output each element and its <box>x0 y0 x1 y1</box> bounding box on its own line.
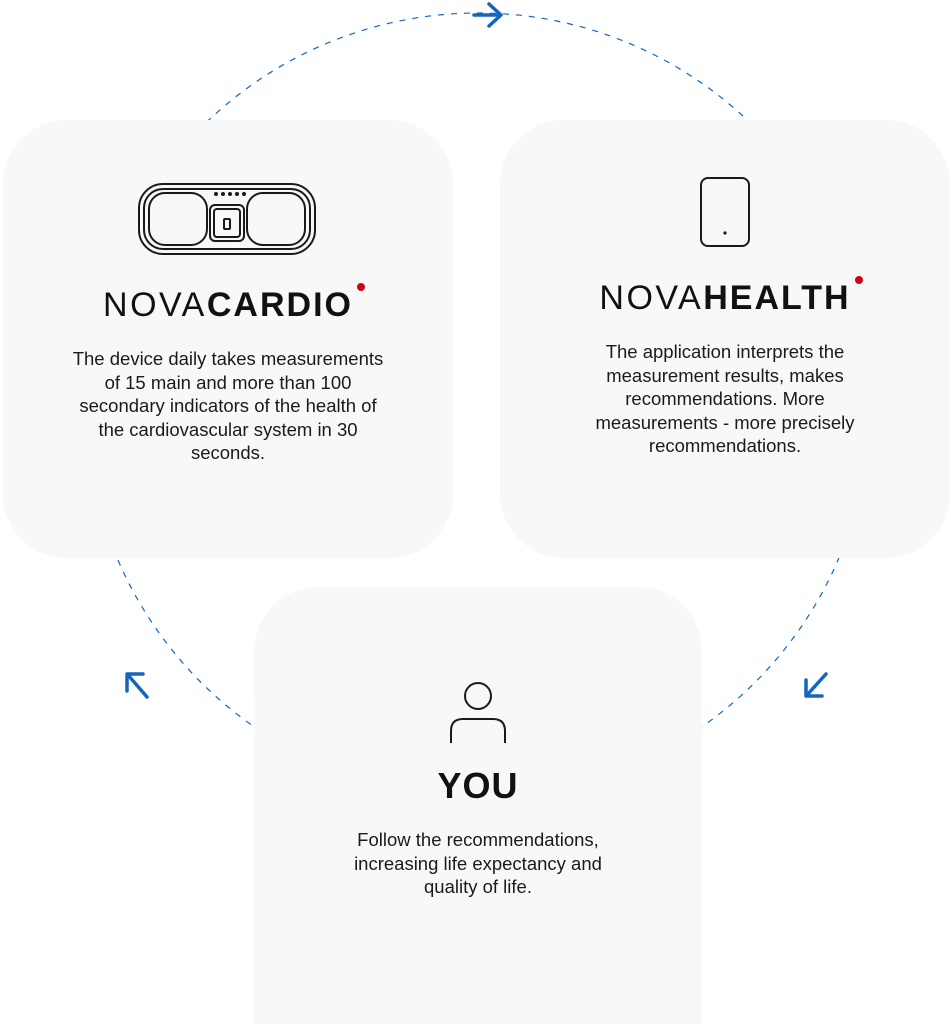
smartphone-icon <box>700 177 750 247</box>
you-title: YOU <box>437 765 519 806</box>
novahealth-description: The application interprets the measureme… <box>595 341 855 456</box>
cardio-device-icon <box>138 183 316 255</box>
novacardio-logo-dot <box>356 283 365 291</box>
novahealth-brand-bold: HEALTH <box>703 279 851 317</box>
novacardio-description: The device daily takes measurements of 1… <box>72 348 384 463</box>
novahealth-brand-light: NOVA <box>599 279 704 317</box>
arrow-to-novacardio-icon <box>125 672 149 699</box>
novahealth-logo: NOVAHEALTH <box>500 276 950 318</box>
novacardio-logo: NOVACARDIO <box>3 283 453 325</box>
novacardio-brand-bold: CARDIO <box>206 286 353 324</box>
novacardio-brand-light: NOVA <box>103 286 207 324</box>
novacardio-card: NOVACARDIO The device daily takes measur… <box>3 120 453 558</box>
novahealth-card: NOVAHEALTH The application interprets th… <box>500 120 950 558</box>
novahealth-logo-dot <box>854 276 863 284</box>
arrow-to-novahealth-icon <box>472 2 503 28</box>
user-icon <box>449 682 507 744</box>
you-card: YOU Follow the recommendations, increasi… <box>254 587 702 1024</box>
you-description: Follow the recommendations, increasing l… <box>354 829 602 897</box>
arrow-to-you-icon <box>804 672 828 698</box>
